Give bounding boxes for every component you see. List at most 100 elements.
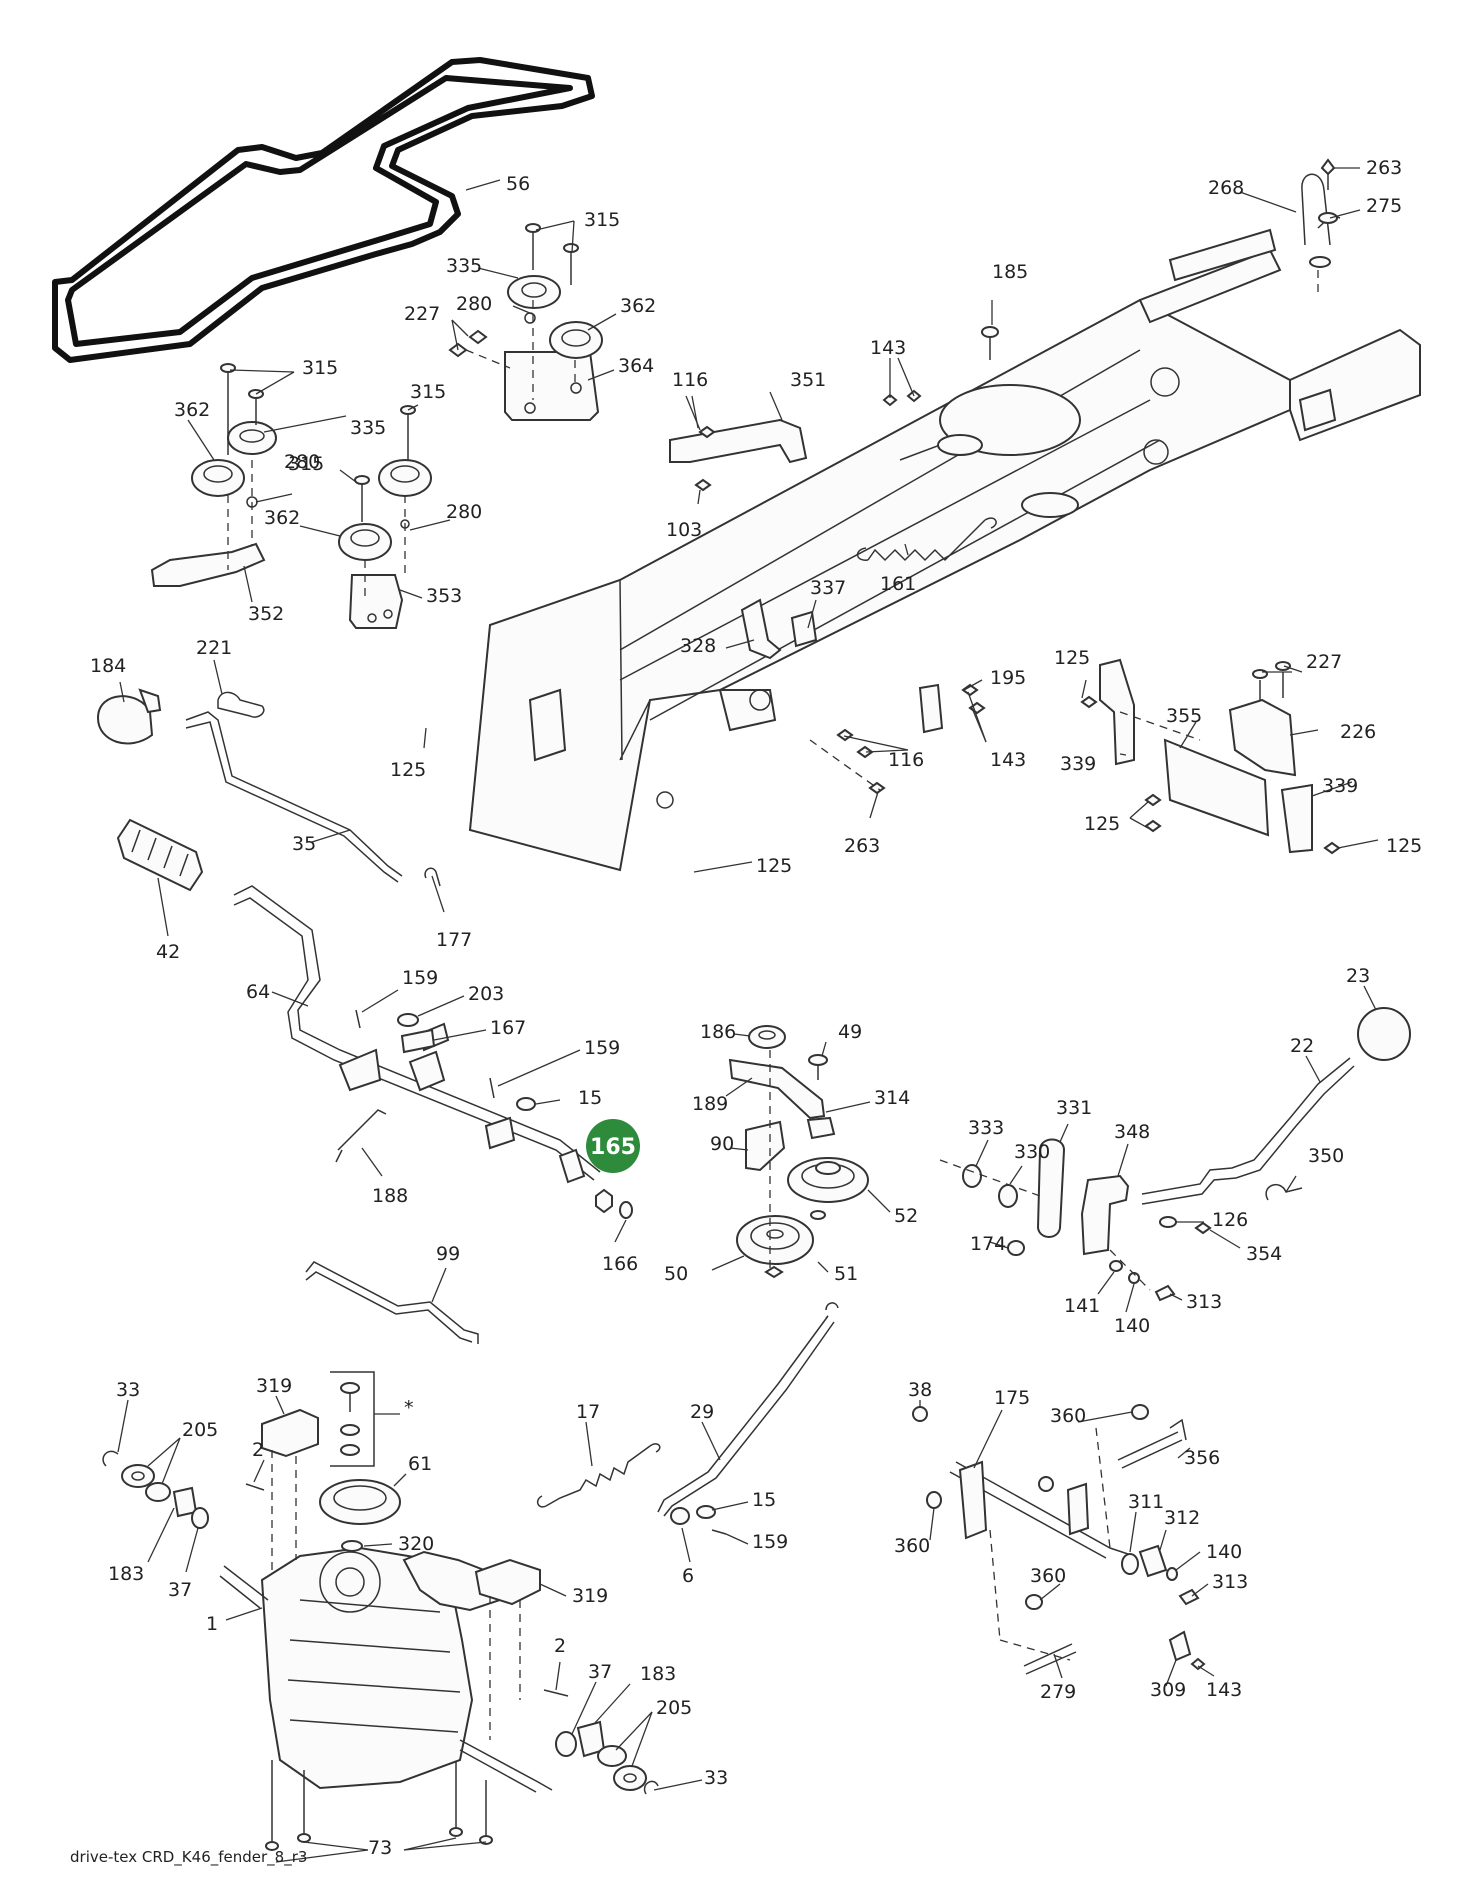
callout-330[interactable]: 330 bbox=[1014, 1141, 1050, 1163]
callout-125[interactable]: 125 bbox=[1386, 835, 1422, 857]
callout-362[interactable]: 362 bbox=[620, 295, 656, 317]
callout-312[interactable]: 312 bbox=[1164, 1507, 1200, 1529]
callout-140[interactable]: 140 bbox=[1114, 1315, 1150, 1337]
callout-275[interactable]: 275 bbox=[1366, 195, 1402, 217]
callout-337[interactable]: 337 bbox=[810, 577, 846, 599]
callout-188[interactable]: 188 bbox=[372, 1185, 408, 1207]
callout-38[interactable]: 38 bbox=[908, 1379, 932, 1401]
callout-167[interactable]: 167 bbox=[490, 1017, 526, 1039]
callout-159[interactable]: 159 bbox=[752, 1531, 788, 1553]
callout-320[interactable]: 320 bbox=[398, 1533, 434, 1555]
callout-221[interactable]: 221 bbox=[196, 637, 232, 659]
callout-51[interactable]: 51 bbox=[834, 1263, 858, 1285]
callout-49[interactable]: 49 bbox=[838, 1021, 862, 1043]
callout-203[interactable]: 203 bbox=[468, 983, 504, 1005]
callout-360[interactable]: 360 bbox=[1050, 1405, 1086, 1427]
callout-37[interactable]: 37 bbox=[588, 1661, 612, 1683]
callout-353[interactable]: 353 bbox=[426, 585, 462, 607]
callout-360[interactable]: 360 bbox=[1030, 1565, 1066, 1587]
callout-226[interactable]: 226 bbox=[1340, 721, 1376, 743]
callout-263[interactable]: 263 bbox=[1366, 157, 1402, 179]
callout-339[interactable]: 339 bbox=[1060, 753, 1096, 775]
callout-125[interactable]: 125 bbox=[1084, 813, 1120, 835]
callout-360[interactable]: 360 bbox=[894, 1535, 930, 1557]
callout-348[interactable]: 348 bbox=[1114, 1121, 1150, 1143]
callout-335[interactable]: 335 bbox=[350, 417, 386, 439]
callout-42[interactable]: 42 bbox=[156, 941, 180, 963]
callout-166[interactable]: 166 bbox=[602, 1253, 638, 1275]
callout-186[interactable]: 186 bbox=[700, 1021, 736, 1043]
callout-315[interactable]: 315 bbox=[288, 453, 324, 475]
callout-22[interactable]: 22 bbox=[1290, 1035, 1314, 1057]
callout-311[interactable]: 311 bbox=[1128, 1491, 1164, 1513]
callout-355[interactable]: 355 bbox=[1166, 705, 1202, 727]
callout-2[interactable]: 2 bbox=[554, 1635, 566, 1657]
callout-268[interactable]: 268 bbox=[1208, 177, 1244, 199]
callout-185[interactable]: 185 bbox=[992, 261, 1028, 283]
callout-64[interactable]: 64 bbox=[246, 981, 270, 1003]
callout-280[interactable]: 280 bbox=[446, 501, 482, 523]
callout-351[interactable]: 351 bbox=[790, 369, 826, 391]
callout-333[interactable]: 333 bbox=[968, 1117, 1004, 1139]
callout-280[interactable]: 280 bbox=[284, 451, 320, 473]
callout-279[interactable]: 279 bbox=[1040, 1681, 1076, 1703]
callout-126[interactable]: 126 bbox=[1212, 1209, 1248, 1231]
callout-17[interactable]: 17 bbox=[576, 1401, 600, 1423]
callout-315[interactable]: 315 bbox=[302, 357, 338, 379]
callout-159[interactable]: 159 bbox=[584, 1037, 620, 1059]
callout-362[interactable]: 362 bbox=[174, 399, 210, 421]
callout-6[interactable]: 6 bbox=[682, 1565, 694, 1587]
callout-195[interactable]: 195 bbox=[990, 667, 1026, 689]
callout-29[interactable]: 29 bbox=[690, 1401, 714, 1423]
callout-183[interactable]: 183 bbox=[108, 1563, 144, 1585]
callout-315[interactable]: 315 bbox=[584, 209, 620, 231]
callout-328[interactable]: 328 bbox=[680, 635, 716, 657]
callout-314[interactable]: 314 bbox=[874, 1087, 910, 1109]
callout-125[interactable]: 125 bbox=[1054, 647, 1090, 669]
callout-313[interactable]: 313 bbox=[1186, 1291, 1222, 1313]
highlight-badge-165[interactable]: 165 bbox=[586, 1119, 640, 1173]
callout-205[interactable]: 205 bbox=[656, 1697, 692, 1719]
callout-183[interactable]: 183 bbox=[640, 1663, 676, 1685]
callout-356[interactable]: 356 bbox=[1184, 1447, 1220, 1469]
callout-354[interactable]: 354 bbox=[1246, 1243, 1282, 1265]
callout-280[interactable]: 280 bbox=[456, 293, 492, 315]
callout-175[interactable]: 175 bbox=[994, 1387, 1030, 1409]
callout-1[interactable]: 1 bbox=[206, 1613, 218, 1635]
callout-15[interactable]: 15 bbox=[578, 1087, 602, 1109]
callout-103[interactable]: 103 bbox=[666, 519, 702, 541]
callout-159[interactable]: 159 bbox=[402, 967, 438, 989]
callout-33[interactable]: 33 bbox=[116, 1379, 140, 1401]
callout-174[interactable]: 174 bbox=[970, 1233, 1006, 1255]
callout-184[interactable]: 184 bbox=[90, 655, 126, 677]
callout-15[interactable]: 15 bbox=[752, 1489, 776, 1511]
callout-335[interactable]: 335 bbox=[446, 255, 482, 277]
callout-37[interactable]: 37 bbox=[168, 1579, 192, 1601]
callout-161[interactable]: 161 bbox=[880, 573, 916, 595]
callout-35[interactable]: 35 bbox=[292, 833, 316, 855]
callout-227[interactable]: 227 bbox=[1306, 651, 1342, 673]
callout-189[interactable]: 189 bbox=[692, 1093, 728, 1115]
callout-227[interactable]: 227 bbox=[404, 303, 440, 325]
callout-99[interactable]: 99 bbox=[436, 1243, 460, 1265]
callout-309[interactable]: 309 bbox=[1150, 1679, 1186, 1701]
callout-205[interactable]: 205 bbox=[182, 1419, 218, 1441]
callout-23[interactable]: 23 bbox=[1346, 965, 1370, 987]
callout-319[interactable]: 319 bbox=[256, 1375, 292, 1397]
callout-116[interactable]: 116 bbox=[672, 369, 708, 391]
callout-125[interactable]: 125 bbox=[390, 759, 426, 781]
callout-2[interactable]: 2 bbox=[252, 1439, 264, 1461]
callout-350[interactable]: 350 bbox=[1308, 1145, 1344, 1167]
callout-52[interactable]: 52 bbox=[894, 1205, 918, 1227]
callout-56[interactable]: 56 bbox=[506, 173, 530, 195]
callout-61[interactable]: 61 bbox=[408, 1453, 432, 1475]
callout-362[interactable]: 362 bbox=[264, 507, 300, 529]
callout-125[interactable]: 125 bbox=[756, 855, 792, 877]
callout-313[interactable]: 313 bbox=[1212, 1571, 1248, 1593]
callout-143[interactable]: 143 bbox=[990, 749, 1026, 771]
callout-90[interactable]: 90 bbox=[710, 1133, 734, 1155]
callout-143[interactable]: 143 bbox=[1206, 1679, 1242, 1701]
callout-364[interactable]: 364 bbox=[618, 355, 654, 377]
callout-141[interactable]: 141 bbox=[1064, 1295, 1100, 1317]
callout-263[interactable]: 263 bbox=[844, 835, 880, 857]
